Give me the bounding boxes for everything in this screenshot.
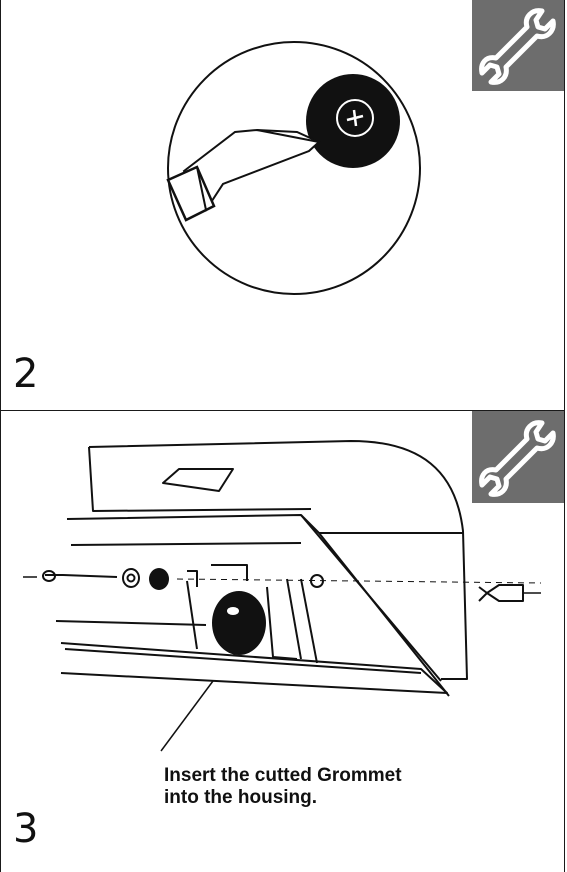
wrench-icon (479, 8, 556, 85)
step-number: 2 (13, 351, 39, 397)
screw-removal-illustration (166, 41, 421, 295)
step-3-panel: Insert the cutted Grommet into the housi… (0, 410, 565, 872)
caption-line-1: Insert the cutted Grommet (164, 765, 402, 786)
step-number: 3 (13, 806, 39, 852)
caption-line-2: into the housing. (164, 787, 318, 808)
wrench-icon (479, 420, 556, 497)
wrench-badge (472, 411, 564, 503)
step-2-panel: 2 (0, 0, 565, 411)
wrench-badge (472, 0, 564, 91)
grommet-housing-illustration (23, 440, 542, 752)
instruction-caption: Insert the cutted Grommet into the housi… (164, 765, 402, 809)
